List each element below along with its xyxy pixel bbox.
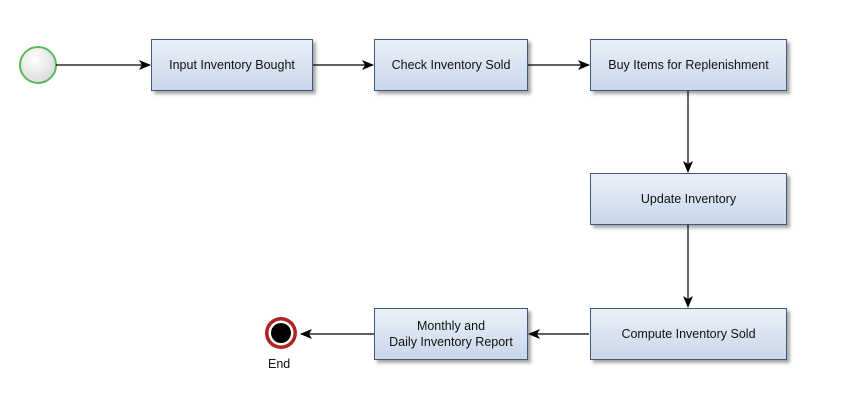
- task-buy-items-for-replenishment[interactable]: Buy Items for Replenishment: [590, 39, 787, 91]
- start-event[interactable]: [19, 46, 57, 84]
- task-input-inventory-bought[interactable]: Input Inventory Bought: [151, 39, 313, 91]
- task-monthly-daily-inventory-report[interactable]: Monthly and Daily Inventory Report: [374, 308, 528, 360]
- task-update-inventory[interactable]: Update Inventory: [590, 173, 787, 225]
- task-compute-inventory-sold[interactable]: Compute Inventory Sold: [590, 308, 787, 360]
- end-event-core: [271, 323, 291, 343]
- task-check-inventory-sold[interactable]: Check Inventory Sold: [374, 39, 528, 91]
- end-label: End: [268, 357, 291, 371]
